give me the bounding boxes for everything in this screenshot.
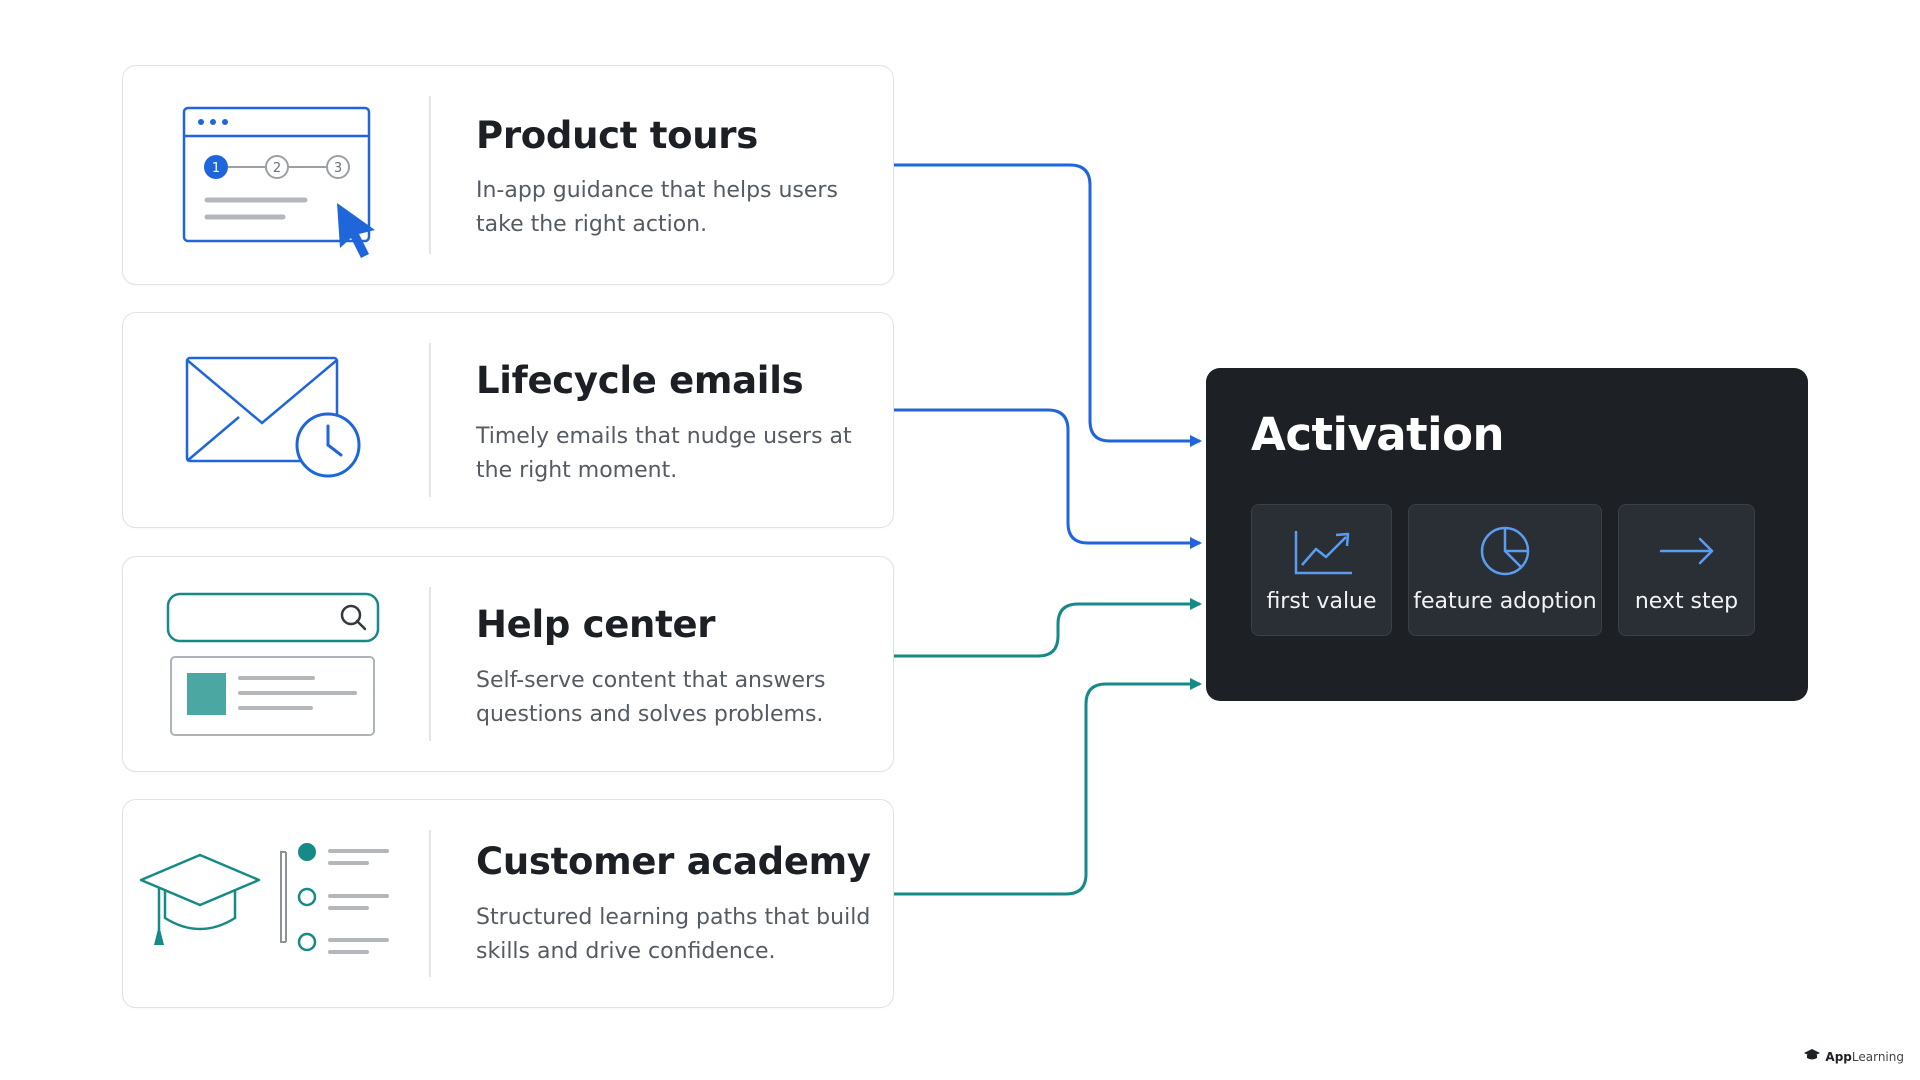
email-clock-icon xyxy=(123,313,429,527)
tour-step-2: 2 xyxy=(273,161,281,176)
card-title: Help center xyxy=(476,603,716,646)
metric-feature-adoption: feature adoption xyxy=(1408,504,1602,636)
card-description: Self-serve content that answers question… xyxy=(476,668,826,727)
cursor-icon xyxy=(337,203,375,258)
card-help-center: Help center Self-serve content that answ… xyxy=(122,556,894,772)
arrow-right-icon xyxy=(1619,523,1754,579)
trend-line-icon xyxy=(1252,523,1391,579)
metric-next-step: next step xyxy=(1618,504,1755,636)
brand-logo: AppLearning xyxy=(1803,1048,1904,1065)
metric-label: feature adoption xyxy=(1413,589,1597,614)
card-divider xyxy=(429,587,431,741)
activation-title: Activation xyxy=(1251,408,1505,461)
card-title: Customer academy xyxy=(476,840,871,883)
card-title: Lifecycle emails xyxy=(476,359,804,402)
metric-label: first value xyxy=(1266,589,1377,614)
connector-help-center xyxy=(892,598,1202,658)
card-lifecycle-emails: Lifecycle emails Timely emails that nudg… xyxy=(122,312,894,528)
card-product-tours: 1 2 3 Product tours In-app guidance that… xyxy=(122,65,894,285)
card-description: Timely emails that nudge users at the ri… xyxy=(476,424,852,483)
card-divider xyxy=(429,343,431,497)
tour-step-1: 1 xyxy=(212,161,220,176)
product-tour-icon: 1 2 3 xyxy=(123,66,429,284)
connector-customer-academy xyxy=(892,678,1202,896)
cap-icon xyxy=(1803,1048,1821,1065)
brand-name: App xyxy=(1825,1049,1852,1064)
metric-first-value: first value xyxy=(1251,504,1392,636)
metric-label: next step xyxy=(1634,589,1739,614)
card-divider xyxy=(429,830,431,977)
graduation-path-icon xyxy=(123,800,429,1007)
pie-chart-icon xyxy=(1409,523,1601,579)
card-divider xyxy=(429,96,431,254)
card-description: Structured learning paths that build ski… xyxy=(476,905,871,964)
card-title: Product tours xyxy=(476,114,758,157)
connector-product-tours xyxy=(892,163,1202,447)
connector-lifecycle-emails xyxy=(892,408,1202,549)
search-article-icon xyxy=(123,557,429,771)
brand-suffix: Learning xyxy=(1851,1049,1904,1064)
activation-panel: Activation first value feature adoption xyxy=(1206,368,1808,701)
tour-step-3: 3 xyxy=(334,161,342,176)
card-description: In-app guidance that helps users take th… xyxy=(476,178,838,237)
card-customer-academy: Customer academy Structured learning pat… xyxy=(122,799,894,1008)
